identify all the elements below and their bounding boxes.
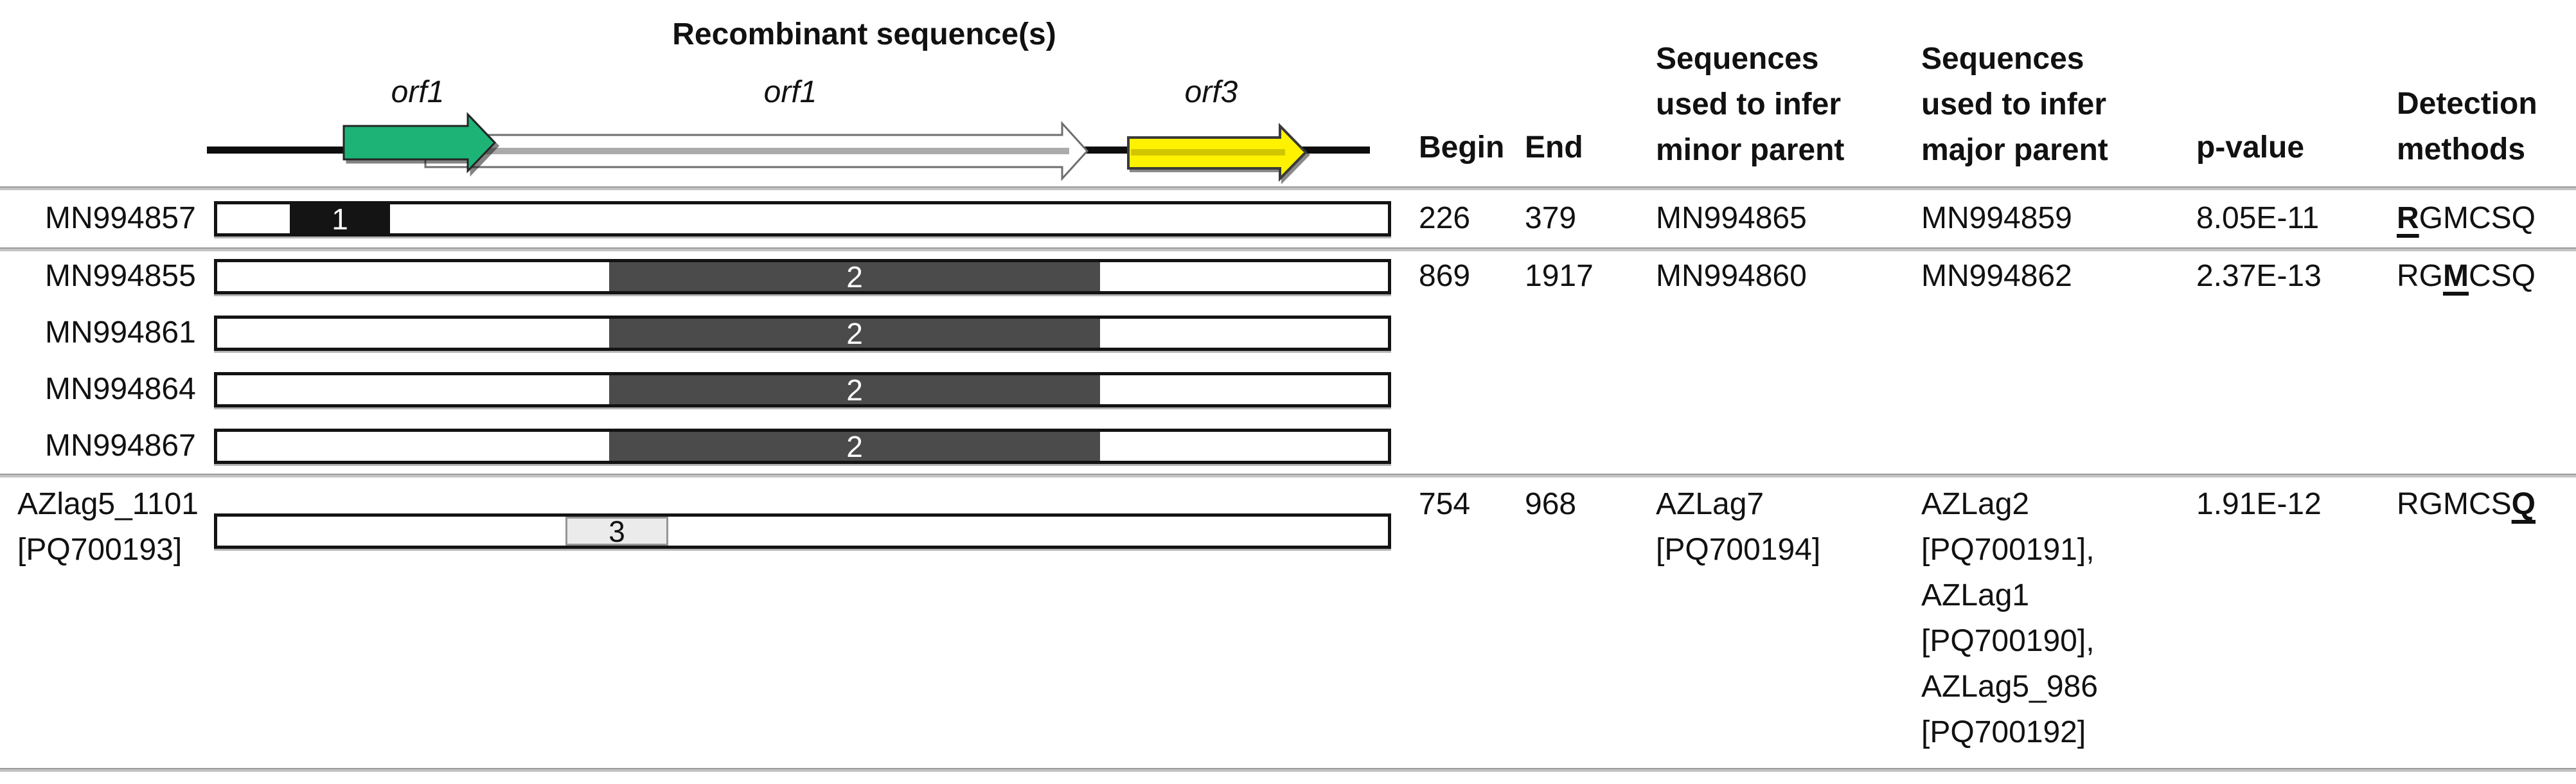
sequence-label: MN994855 <box>45 259 196 293</box>
genome-bar: 2 <box>214 316 1391 351</box>
column-header-minor-parent: Sequences used to infer minor parent <box>1656 42 1845 167</box>
end-value: 968 <box>1525 487 1577 521</box>
genome-bar: 1 <box>214 201 1391 236</box>
sequence-label: AZlag5_1101 [PQ700193] <box>17 487 199 567</box>
pvalue-value: 2.37E-13 <box>2196 259 2322 293</box>
major-parent-value: MN994859 <box>1921 201 2072 235</box>
orf3-arrow-midline <box>1131 149 1285 156</box>
separator <box>0 474 2576 477</box>
genome-bar: 2 <box>214 259 1391 294</box>
end-value: 1917 <box>1525 259 1594 293</box>
recombination-event-1: 1 <box>290 202 390 236</box>
event-number: 1 <box>332 202 348 236</box>
detection-letters: RG <box>2397 259 2443 293</box>
recombination-event-2: 2 <box>609 429 1100 463</box>
figure-title: Recombinant sequence(s) <box>672 17 1056 51</box>
genome-map-diagram <box>207 112 1370 182</box>
separator <box>0 247 2576 251</box>
event-number: 2 <box>846 429 863 463</box>
sequence-label: MN994861 <box>45 316 196 350</box>
column-header-pvalue: p-value <box>2196 130 2305 165</box>
genome-bar: 3 <box>214 513 1391 549</box>
begin-value: 754 <box>1419 487 1471 521</box>
recombination-event-3: 3 <box>565 514 668 548</box>
sequence-label: MN994864 <box>45 372 196 406</box>
major-parent-value: MN994862 <box>1921 259 2072 293</box>
recombination-event-2: 2 <box>609 316 1100 350</box>
begin-value: 869 <box>1419 259 1471 293</box>
detection-methods-value: RGMCSQ <box>2397 198 2536 239</box>
detection-letters: GMCSQ <box>2419 201 2536 235</box>
gene-label-orf1-long: orf1 <box>763 75 817 109</box>
recombination-event-2: 2 <box>609 373 1100 407</box>
column-header-end: End <box>1525 130 1583 165</box>
minor-parent-value: MN994865 <box>1656 201 1807 235</box>
sequence-label: MN994867 <box>45 429 196 463</box>
separator <box>0 768 2576 772</box>
event-number: 2 <box>846 316 863 350</box>
genome-bar: 2 <box>214 372 1391 407</box>
detection-letter-emphasized: Q <box>2511 487 2536 521</box>
detection-letter-emphasized: R <box>2397 201 2419 235</box>
column-header-detection-methods: Detection methods <box>2397 87 2537 166</box>
column-header-begin: Begin <box>1419 130 1505 165</box>
detection-letters: CSQ <box>2468 259 2536 293</box>
column-header-major-parent: Sequences used to infer major parent <box>1921 42 2108 167</box>
end-value: 379 <box>1525 201 1577 235</box>
separator <box>0 186 2576 190</box>
pvalue-value: 1.91E-12 <box>2196 487 2322 521</box>
detection-methods-value: RGMCSQ <box>2397 484 2536 525</box>
pvalue-value: 8.05E-11 <box>2196 201 2320 235</box>
event-number: 2 <box>846 373 863 407</box>
minor-parent-value: MN994860 <box>1656 259 1807 293</box>
detection-letters: RGMCS <box>2397 487 2512 521</box>
minor-parent-value: AZLag7 [PQ700194] <box>1656 487 1821 567</box>
detection-methods-value: RGMCSQ <box>2397 256 2536 297</box>
sequence-label: MN994857 <box>45 201 196 235</box>
major-parent-value: AZLag2 [PQ700191], AZLag1 [PQ700190], AZ… <box>1921 487 2098 749</box>
detection-letter-emphasized: M <box>2443 259 2469 293</box>
gene-label-orf3: orf3 <box>1184 75 1238 109</box>
recombination-event-2: 2 <box>609 260 1100 294</box>
begin-value: 226 <box>1419 201 1471 235</box>
genome-bar: 2 <box>214 429 1391 464</box>
orf1-short-arrow <box>342 112 497 174</box>
event-number: 3 <box>608 514 625 548</box>
orf1-long-arrow-midline <box>427 148 1069 154</box>
event-number: 2 <box>846 260 863 294</box>
gene-label-orf1-left: orf1 <box>391 75 445 109</box>
